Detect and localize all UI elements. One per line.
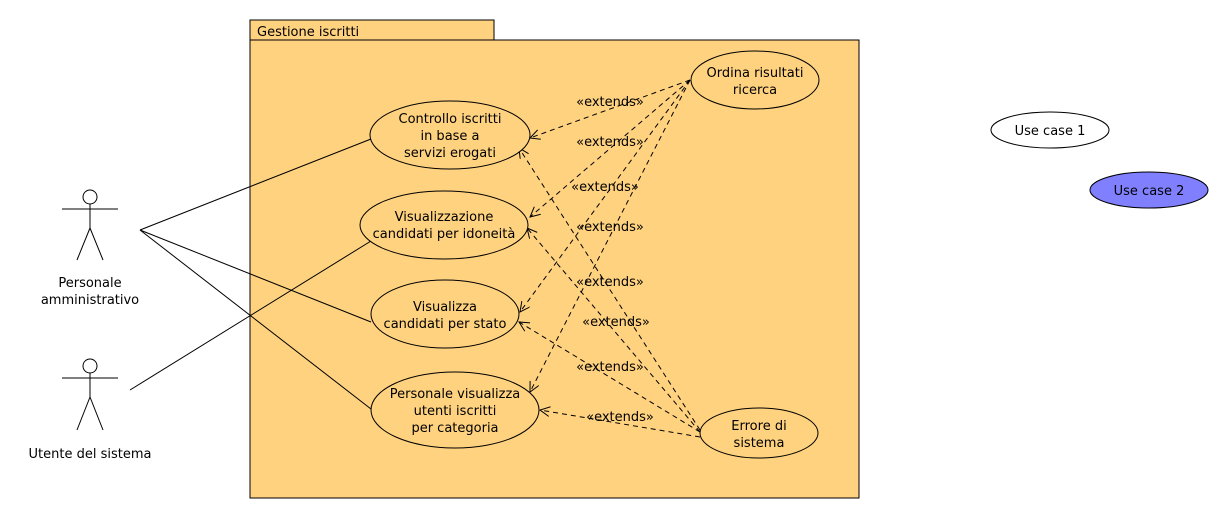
- use-case-label: per categoria: [411, 421, 498, 436]
- actor-head: [82, 189, 98, 205]
- actor-label: Utente del sistema: [29, 447, 152, 462]
- use-case-ellipse: [370, 279, 520, 349]
- use-case-label: Personale visualizza: [390, 387, 521, 402]
- legend-label: Use case 2: [1114, 184, 1185, 199]
- legend-use-case-2[interactable]: Use case 2: [1089, 171, 1209, 209]
- use-case-label: Controllo iscritti: [399, 112, 502, 127]
- use-case-label: utenti iscritti: [414, 404, 497, 419]
- actor-leg-right: [89, 396, 104, 431]
- use-case-visualizza-categoria[interactable]: Personale visualizza utenti iscritti per…: [370, 371, 540, 449]
- use-case-label: Visualizzazione: [395, 210, 494, 225]
- use-case-ellipse: [690, 50, 820, 110]
- extends-label: «extends»: [576, 95, 644, 110]
- actor-personale-amministrativo[interactable]: [62, 189, 118, 261]
- association-utente-idoneita: [129, 240, 372, 391]
- package-title: Gestione iscritti: [257, 25, 359, 40]
- extends-labels: «extends» «extends» «extends» «extends» …: [571, 95, 654, 425]
- extends-label: «extends»: [576, 135, 644, 150]
- legend-label: Use case 1: [1015, 124, 1086, 139]
- legend-use-case-1[interactable]: Use case 1: [990, 111, 1110, 149]
- actor-label: amministrativo: [41, 293, 139, 308]
- extends-ordina-stato: [520, 79, 691, 312]
- actor-label: Personale: [58, 276, 121, 291]
- use-case-ellipse: [359, 190, 529, 260]
- extends-label: «extends»: [582, 315, 650, 330]
- extends-label: «extends»: [576, 360, 644, 375]
- use-case-controllo-iscritti[interactable]: Controllo iscritti in base a servizi ero…: [369, 100, 531, 170]
- use-case-visualizzazione-idoneita[interactable]: Visualizzazione candidati per idoneità: [359, 190, 529, 260]
- use-case-visualizza-stato[interactable]: Visualizza candidati per stato: [370, 279, 520, 349]
- use-case-ellipse: [370, 371, 540, 449]
- association-personale-stato: [139, 229, 372, 323]
- extends-label: «extends»: [576, 220, 644, 235]
- legend-ellipse: [990, 111, 1110, 149]
- use-case-ellipse: [699, 407, 819, 459]
- associations: [129, 138, 372, 410]
- use-case-label: candidati per stato: [384, 317, 507, 332]
- use-case-label: candidati per idoneità: [373, 227, 516, 242]
- actor-leg-right: [89, 227, 104, 261]
- extends-label: «extends»: [571, 180, 639, 195]
- use-case-label: servizi erogati: [404, 146, 496, 161]
- actor-head: [82, 358, 98, 374]
- use-case-ellipse: [369, 100, 531, 170]
- use-case-errore-sistema[interactable]: Errore di sistema: [699, 407, 819, 459]
- use-case-label: Errore di: [731, 419, 786, 434]
- extends-ordina-categoria: [530, 79, 691, 392]
- extends-errore-categoria: [540, 410, 701, 438]
- extends-ordina-idoneita: [530, 79, 691, 217]
- extends-dependencies: [519, 79, 701, 438]
- association-personale-controllo: [139, 138, 372, 231]
- extends-ordina-controllo: [530, 79, 691, 138]
- actor-utente-del-sistema[interactable]: [62, 358, 118, 431]
- use-case-label: Ordina risultati: [707, 66, 804, 81]
- use-case-label: Visualizza: [413, 300, 477, 315]
- extends-errore-controllo: [519, 148, 701, 431]
- association-personale-categoria: [139, 229, 372, 410]
- legend-ellipse: [1089, 171, 1209, 209]
- use-case-label: ricerca: [733, 83, 777, 98]
- use-case-ordina-risultati[interactable]: Ordina risultati ricerca: [690, 50, 820, 110]
- use-case-label: sistema: [734, 436, 785, 451]
- extends-label: «extends»: [576, 275, 644, 290]
- actor-leg-left: [76, 227, 91, 261]
- extends-label: «extends»: [586, 410, 654, 425]
- use-case-label: in base a: [420, 129, 479, 144]
- actor-leg-left: [76, 396, 91, 431]
